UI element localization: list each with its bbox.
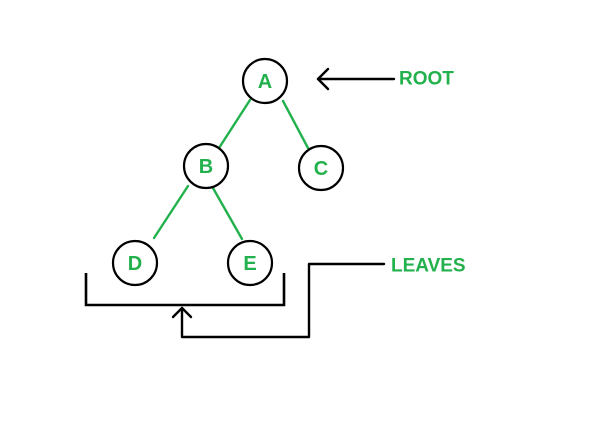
leaves-arrow-head-icon [171,306,193,319]
tree-edges [152,98,310,241]
node-c: C [297,144,345,192]
edge-b-d [152,184,190,240]
node-c-label: C [314,158,328,180]
edge-b-e [211,186,244,241]
root-label: ROOT [399,69,454,90]
node-b-label: B [199,156,213,178]
leaves-callout: LEAVES [84,256,466,339]
edge-a-b [217,98,252,150]
node-a-label: A [258,71,272,93]
node-d-circle [111,239,159,287]
node-c-circle [297,144,345,192]
root-arrow-head-icon [316,67,330,91]
node-e: E [226,239,274,287]
node-b-circle [182,142,230,190]
leaves-bracket [84,273,286,307]
node-d-label: D [128,253,142,275]
root-callout: ROOT [316,67,454,91]
leaves-label: LEAVES [391,256,466,277]
node-d: D [111,239,159,287]
node-b: B [182,142,230,190]
node-e-label: E [243,253,256,275]
node-a-circle [241,57,289,105]
node-e-circle [226,239,274,287]
node-a: A [241,57,289,105]
edge-a-c [281,99,310,150]
leaves-connector [180,262,386,339]
